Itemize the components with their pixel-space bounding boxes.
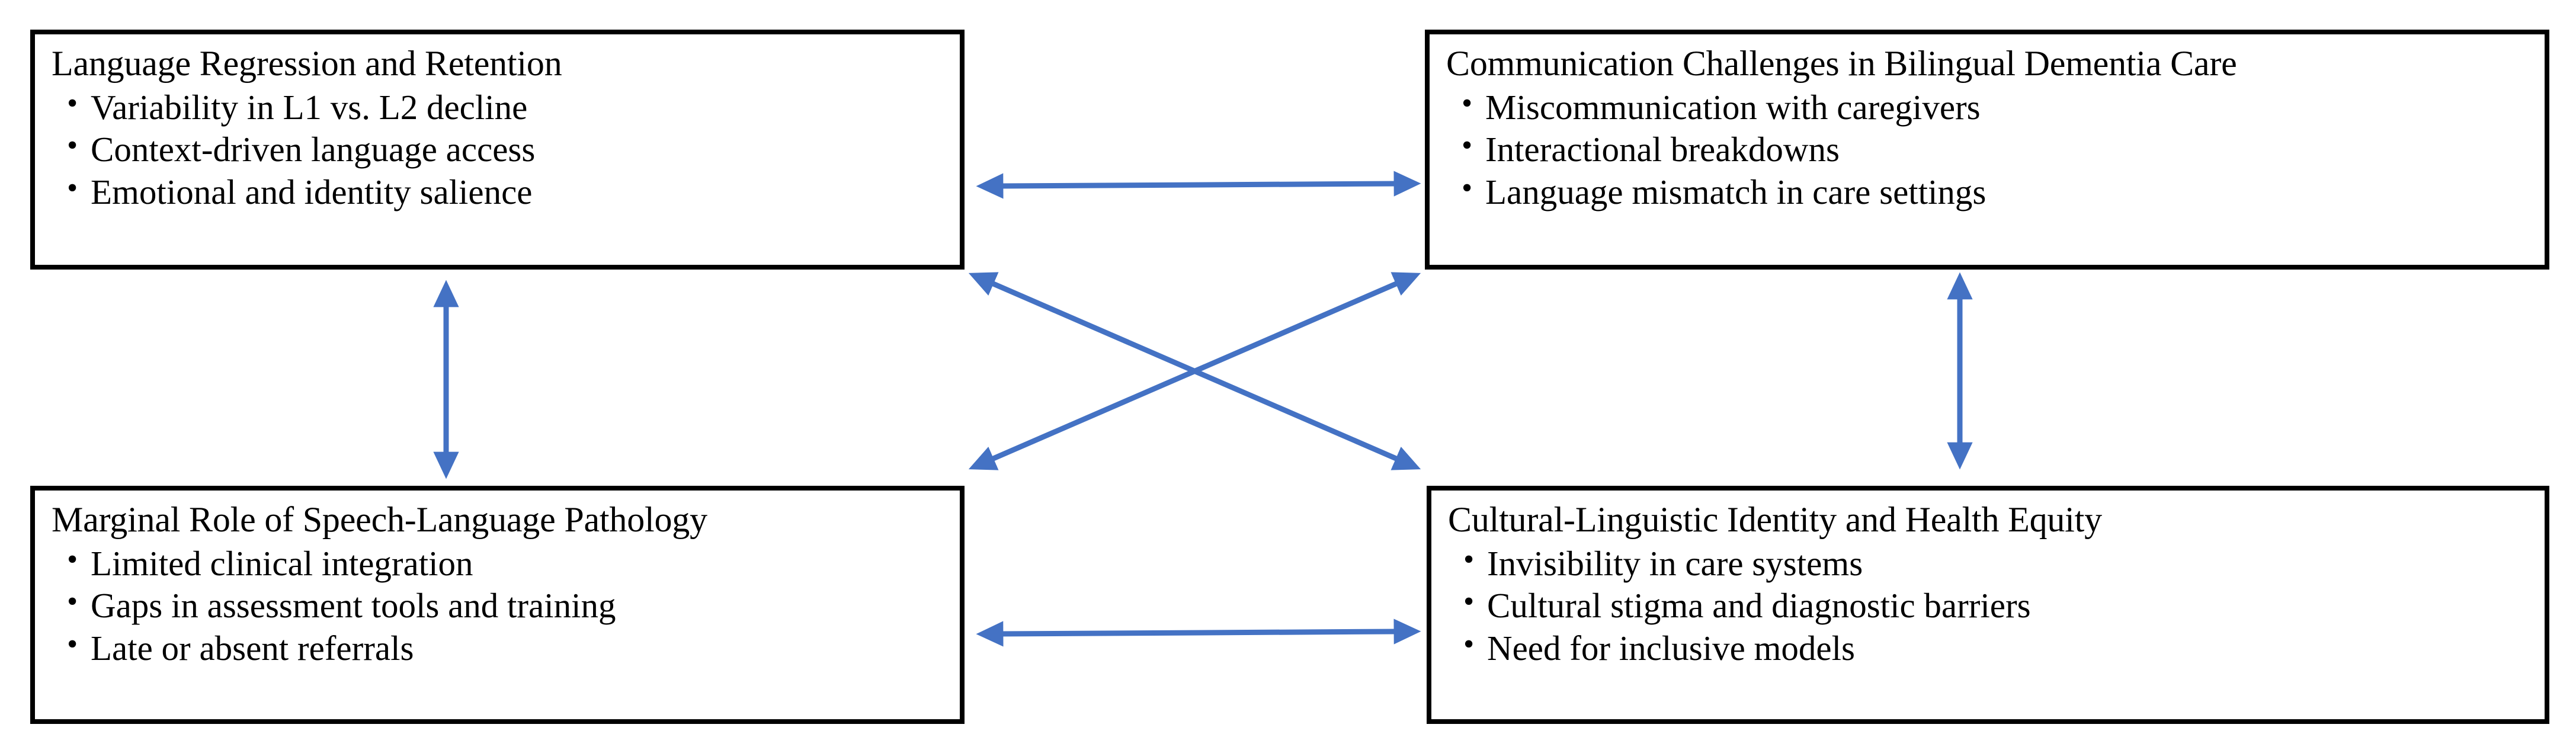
- bullet-item: Late or absent referrals: [67, 626, 944, 669]
- bullet-item: Context-driven language access: [67, 127, 944, 171]
- node-bullet-list: Miscommunication with caregivers Interac…: [1445, 85, 2529, 214]
- node-bullet-list: Variability in L1 vs. L2 decline Context…: [50, 85, 944, 214]
- bullet-item: Limited clinical integration: [67, 541, 944, 585]
- node-box-communication-challenges-in-bilingual-dementia-care[interactable]: Communication Challenges in Bilingual De…: [1425, 30, 2549, 270]
- bullet-item: Interactional breakdowns: [1462, 127, 2529, 171]
- connector-top-horizontal: [976, 171, 1421, 199]
- bullet-item: Gaps in assessment tools and training: [67, 584, 944, 627]
- bullet-item: Emotional and identity salience: [67, 170, 944, 213]
- connector-diagonal-topleft-bottomright: [968, 272, 1421, 470]
- node-box-cultural-linguistic-identity-and-health-equity[interactable]: Cultural-Linguistic Identity and Health …: [1427, 486, 2549, 724]
- bullet-item: Need for inclusive models: [1463, 626, 2529, 669]
- connector-diagonal-bottomleft-topright: [968, 272, 1421, 470]
- connector-bottom-horizontal: [976, 618, 1421, 647]
- bullet-item: Miscommunication with caregivers: [1462, 85, 2529, 129]
- node-box-marginal-role-of-speech-language-pathology[interactable]: Marginal Role of Speech-Language Patholo…: [30, 486, 965, 724]
- bullet-item: Cultural stigma and diagnostic barriers: [1463, 584, 2529, 627]
- node-bullet-list: Invisibility in care systems Cultural st…: [1447, 541, 2529, 670]
- node-title: Communication Challenges in Bilingual De…: [1446, 44, 2237, 83]
- node-box-language-regression-and-retention[interactable]: Language Regression and Retention Variab…: [30, 30, 965, 270]
- bullet-item: Variability in L1 vs. L2 decline: [67, 85, 944, 129]
- bullet-item: Invisibility in care systems: [1463, 541, 2529, 585]
- node-title: Marginal Role of Speech-Language Patholo…: [52, 500, 707, 539]
- node-bullet-list: Limited clinical integration Gaps in ass…: [50, 541, 944, 670]
- bullet-item: Language mismatch in care settings: [1462, 170, 2529, 213]
- node-title: Language Regression and Retention: [52, 44, 562, 83]
- node-title: Cultural-Linguistic Identity and Health …: [1448, 500, 2102, 539]
